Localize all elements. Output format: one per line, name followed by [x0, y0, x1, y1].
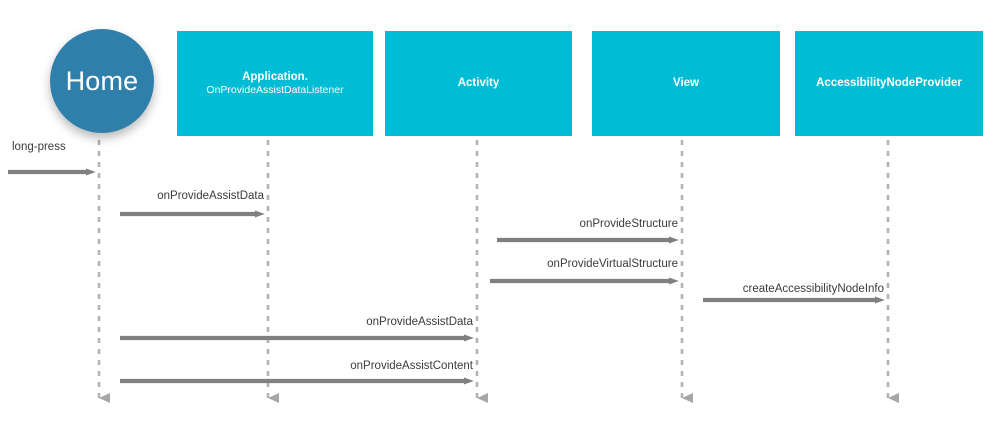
message-label-onprovideassistcontent: onProvideAssistContent — [350, 360, 473, 372]
participant-accessibilitynodeprovider-label: AccessibilityNodeProvider — [816, 77, 962, 90]
lifelines-group — [97, 140, 899, 403]
participant-activity-label: Activity — [457, 77, 500, 90]
message-label-onprovideassistdata-2: onProvideAssistData — [366, 316, 473, 328]
actor-home[interactable]: Home — [50, 29, 154, 133]
participant-application-label: Application.OnProvideAssistDataListener — [206, 70, 344, 97]
participant-application-sublabel: OnProvideAssistDataListener — [206, 84, 344, 97]
participant-view[interactable]: View — [592, 31, 780, 136]
message-label-onprovidevirtualstructure: onProvideVirtualStructure — [547, 258, 678, 270]
messages-group — [8, 168, 885, 385]
participant-accessibilitynodeprovider[interactable]: AccessibilityNodeProvider — [795, 31, 983, 136]
participant-activity[interactable]: Activity — [385, 31, 572, 136]
message-label-onprovideassistdata-1: onProvideAssistData — [157, 190, 264, 202]
message-label-long-press: long-press — [12, 141, 66, 153]
message-label-createaccessibilitynodeinfo: createAccessibilityNodeInfo — [742, 283, 884, 295]
participant-application[interactable]: Application.OnProvideAssistDataListener — [177, 31, 373, 136]
actor-home-label: Home — [65, 65, 139, 96]
participant-view-label: View — [673, 77, 699, 90]
message-label-onprovidestructure: onProvideStructure — [579, 218, 678, 230]
